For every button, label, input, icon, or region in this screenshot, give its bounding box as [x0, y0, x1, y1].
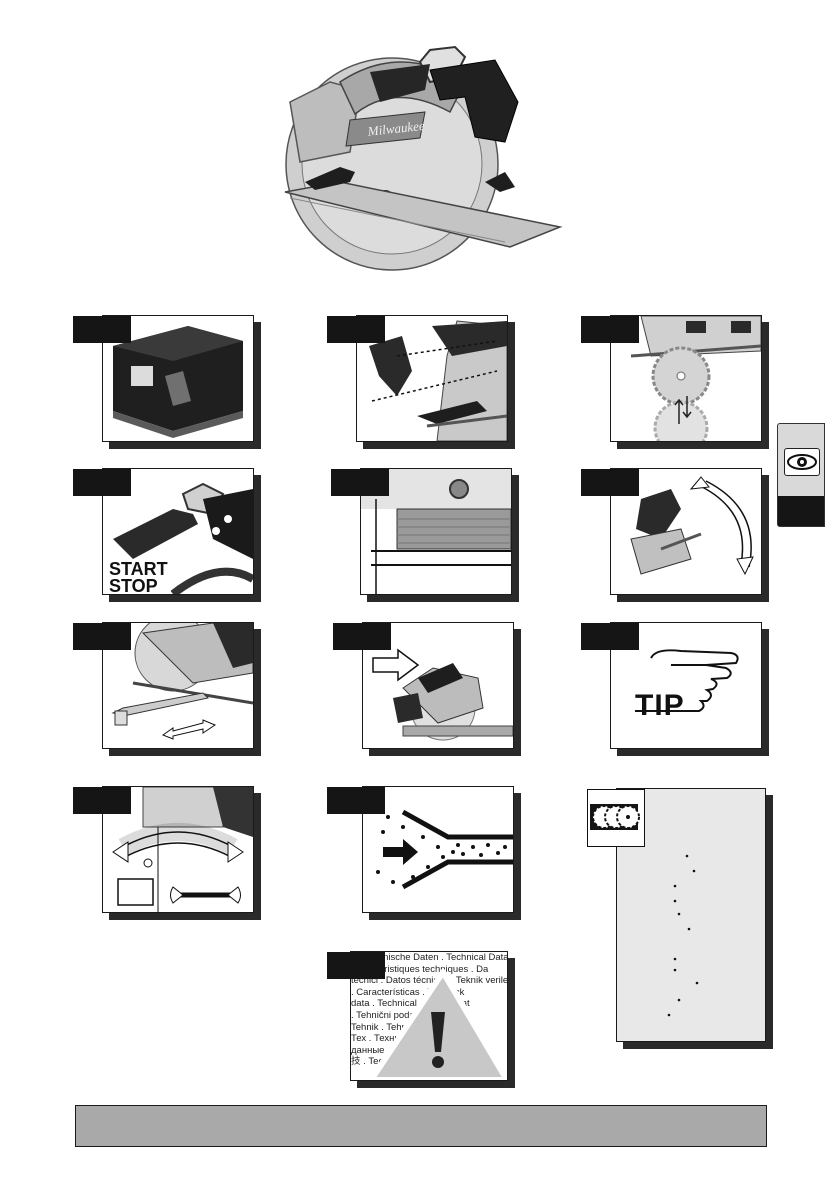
step-tag-7 — [73, 623, 131, 650]
saw-blades-icon — [590, 804, 640, 830]
tech-line: tecnici . Datos técnicos . Teknik verile — [351, 975, 508, 987]
stop-label: STOP — [109, 576, 158, 595]
footer-bar — [75, 1105, 767, 1147]
side-tab-eye — [777, 423, 825, 527]
step-tag-3 — [581, 316, 639, 343]
eye-icon — [784, 448, 820, 476]
step-tag-5 — [331, 469, 389, 496]
panel-bevel-adjust — [610, 468, 762, 595]
step-tag-4 — [73, 469, 131, 496]
step-tag-10 — [73, 787, 131, 814]
tech-line: data . Technical data . podat — [351, 998, 470, 1010]
tech-line: . Características . Technick — [351, 986, 465, 998]
panel-blade-guard — [356, 315, 508, 442]
pointing-hand-icon — [635, 649, 739, 712]
svg-text:Milwaukee: Milwaukee — [366, 118, 426, 139]
eco-blade-badge — [587, 789, 645, 847]
step-tag-1 — [73, 316, 131, 343]
step-tag-11 — [327, 787, 385, 814]
panel-riving-knife — [102, 786, 254, 913]
tip-label: TIP — [635, 689, 685, 722]
step-tag-2 — [327, 316, 385, 343]
tech-line: . Tehnični podatki . podaci — [351, 1009, 461, 1021]
step-tag-12 — [327, 952, 385, 979]
warning-triangle-icon — [368, 969, 507, 1080]
side-tab-marker — [778, 496, 824, 526]
panel-cutting-direction — [362, 622, 514, 749]
step-tag-8 — [333, 623, 391, 650]
circular-saw-illustration: Milwaukee — [284, 45, 563, 271]
start-label: START — [109, 559, 168, 579]
step-tag-6 — [581, 469, 639, 496]
panel-technical-data: Technische Daten . Technical Data Caract… — [350, 951, 508, 1081]
tech-line: Caractéristiques techniques . Da — [351, 963, 489, 975]
panel-blade-change — [610, 315, 762, 442]
start-stop-label: START STOP — [107, 559, 170, 595]
panel-dust-extraction — [362, 786, 514, 913]
tech-line: Technische Daten . Technical Data — [363, 952, 508, 963]
step-tag-9 — [581, 623, 639, 650]
